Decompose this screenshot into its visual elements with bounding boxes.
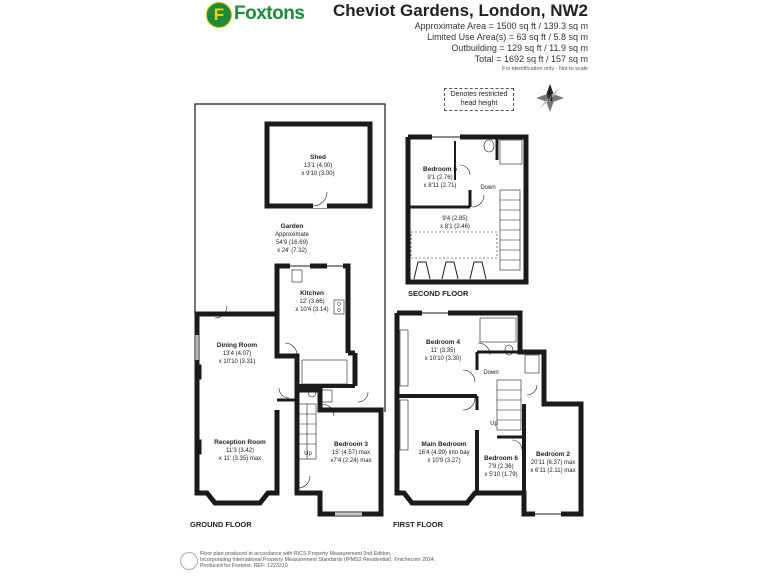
dining-dim2: x 10'10 (3.31) — [219, 359, 256, 365]
main-bedroom-dim2: x 10'9 (3.27) — [427, 458, 460, 464]
area-approximate: Approximate Area = 1500 sq ft / 139.3 sq… — [414, 21, 588, 31]
dining-dim1: 13'4 (4.07) — [223, 351, 252, 357]
bedroom2-dim1: 20'11 (6.37) max — [531, 460, 575, 466]
first-floor-label: FIRST FLOOR — [393, 520, 444, 529]
kitchen-dim1: 12' (3.66) — [299, 299, 324, 305]
shed-name: Shed — [310, 154, 326, 161]
ground-stairs-up: Up — [304, 451, 312, 457]
bedroom4-dim1: 11' (3.35) — [431, 348, 456, 354]
foxtons-logo: F Foxtons — [206, 2, 305, 28]
room-labels: Shed 13'1 (4.00) x 9'10 (3.00) Garden Ap… — [214, 154, 575, 478]
footer-line1: Floor plan produced in accordance with R… — [200, 551, 392, 557]
garden-dim3: x 24' (7.32) — [277, 248, 307, 254]
area-limited-use: Limited Use Area(s) = 63 sq ft / 5.8 sq … — [427, 32, 588, 42]
first-floor-plan — [394, 309, 584, 518]
reception-dim1: 11'3 (3.42) — [226, 448, 254, 454]
bedroom3-dim2: x7'4 (2.24) max — [330, 458, 371, 464]
ground-floor-label: GROUND FLOOR — [190, 520, 252, 529]
bedroom6-name: Bedroom 6 — [484, 455, 518, 462]
second-floor-plan — [405, 133, 529, 285]
garden-boundary — [194, 103, 386, 412]
first-stairs-up: Up — [490, 421, 498, 427]
bedroom2-name: Bedroom 2 — [536, 451, 570, 458]
logo-wordmark: Foxtons — [234, 3, 305, 24]
main-bedroom-name: Main Bedroom — [421, 441, 466, 448]
reception-name: Reception Room — [214, 439, 266, 446]
first-floor-stairs — [496, 379, 522, 431]
restricted-legend-line2: head height — [460, 100, 498, 107]
restricted-height-legend: Denotes restricted head height — [444, 88, 514, 111]
bedroom6-dim1: 7'9 (2.36) — [488, 464, 513, 470]
compass-label: N — [547, 94, 553, 103]
compass-icon: N — [536, 84, 564, 112]
restricted-legend-line1: Denotes restricted — [450, 91, 508, 98]
ground-floor-plan — [194, 103, 386, 517]
bedroom2-dim2: x 6'11 (2.11) max — [530, 468, 575, 474]
bedroom3-dim1: 15' (4.57) max — [332, 450, 370, 456]
bedroom6-dim2: x 5'10 (1.79) — [484, 472, 517, 478]
garden-name: Garden — [281, 223, 304, 230]
area-total: Total = 1692 sq ft / 157 sq m — [474, 54, 588, 64]
garden-dim2: 54'9 (16.69) — [276, 240, 308, 246]
footer-notice: Floor plan produced in accordance with R… — [200, 551, 435, 570]
loft-dim1: 9'4 (2.85) — [442, 216, 467, 222]
restricted-area — [410, 231, 498, 259]
rics-badge-icon — [180, 552, 198, 570]
area-outbuilding: Outbuilding = 129 sq ft / 11.9 sq m — [451, 43, 588, 53]
disclaimer: For identification only - Not to scale — [502, 66, 588, 72]
main-bedroom-dim1: 16'4 (4.99) into bay — [418, 450, 469, 456]
loft-dim2: x 8'1 (2.46) — [440, 224, 470, 230]
shed-dim2: x 9'10 (3.00) — [301, 171, 334, 177]
bedroom4-name: Bedroom 4 — [426, 339, 460, 346]
garden-dim1: Approximate — [275, 232, 309, 238]
first-floor-walls — [394, 310, 584, 517]
floor-labels: GROUND FLOOR FIRST FLOOR SECOND FLOOR — [190, 289, 469, 529]
logo-initial: F — [206, 2, 232, 28]
second-floor-walls — [405, 134, 529, 285]
property-title: Cheviot Gardens, London, NW2 — [332, 1, 588, 20]
kitchen-walls — [274, 263, 351, 353]
second-floor-label: SECOND FLOOR — [408, 289, 469, 298]
second-stairs-down: Down — [480, 185, 495, 191]
reception-dim2: x 11' (3.35) max — [219, 456, 261, 462]
bedroom5-dim1: 9'1 (2.76) — [427, 175, 452, 181]
bedroom5-dim2: x 8'11 (2.71) — [424, 183, 457, 189]
bedroom4-dim2: x 10'10 (3.30) — [425, 356, 462, 362]
bedroom3-name: Bedroom 3 — [334, 441, 368, 448]
footer-line3: Produced for Foxtons. REF: 1223310 — [200, 563, 288, 570]
ground-stairs — [297, 403, 317, 460]
footer-line2: Incorporating International Property Mea… — [200, 557, 436, 564]
first-stairs-down: Down — [483, 370, 498, 376]
bedroom5-name: Bedroom 5 — [423, 166, 457, 173]
kitchen-name: Kitchen — [300, 290, 324, 297]
shed-dim1: 13'1 (4.00) — [304, 163, 333, 169]
dining-name: Dining Room — [217, 342, 258, 349]
second-floor-stairs — [499, 189, 521, 271]
kitchen-dim2: x 10'4 (3.14) — [295, 307, 328, 313]
